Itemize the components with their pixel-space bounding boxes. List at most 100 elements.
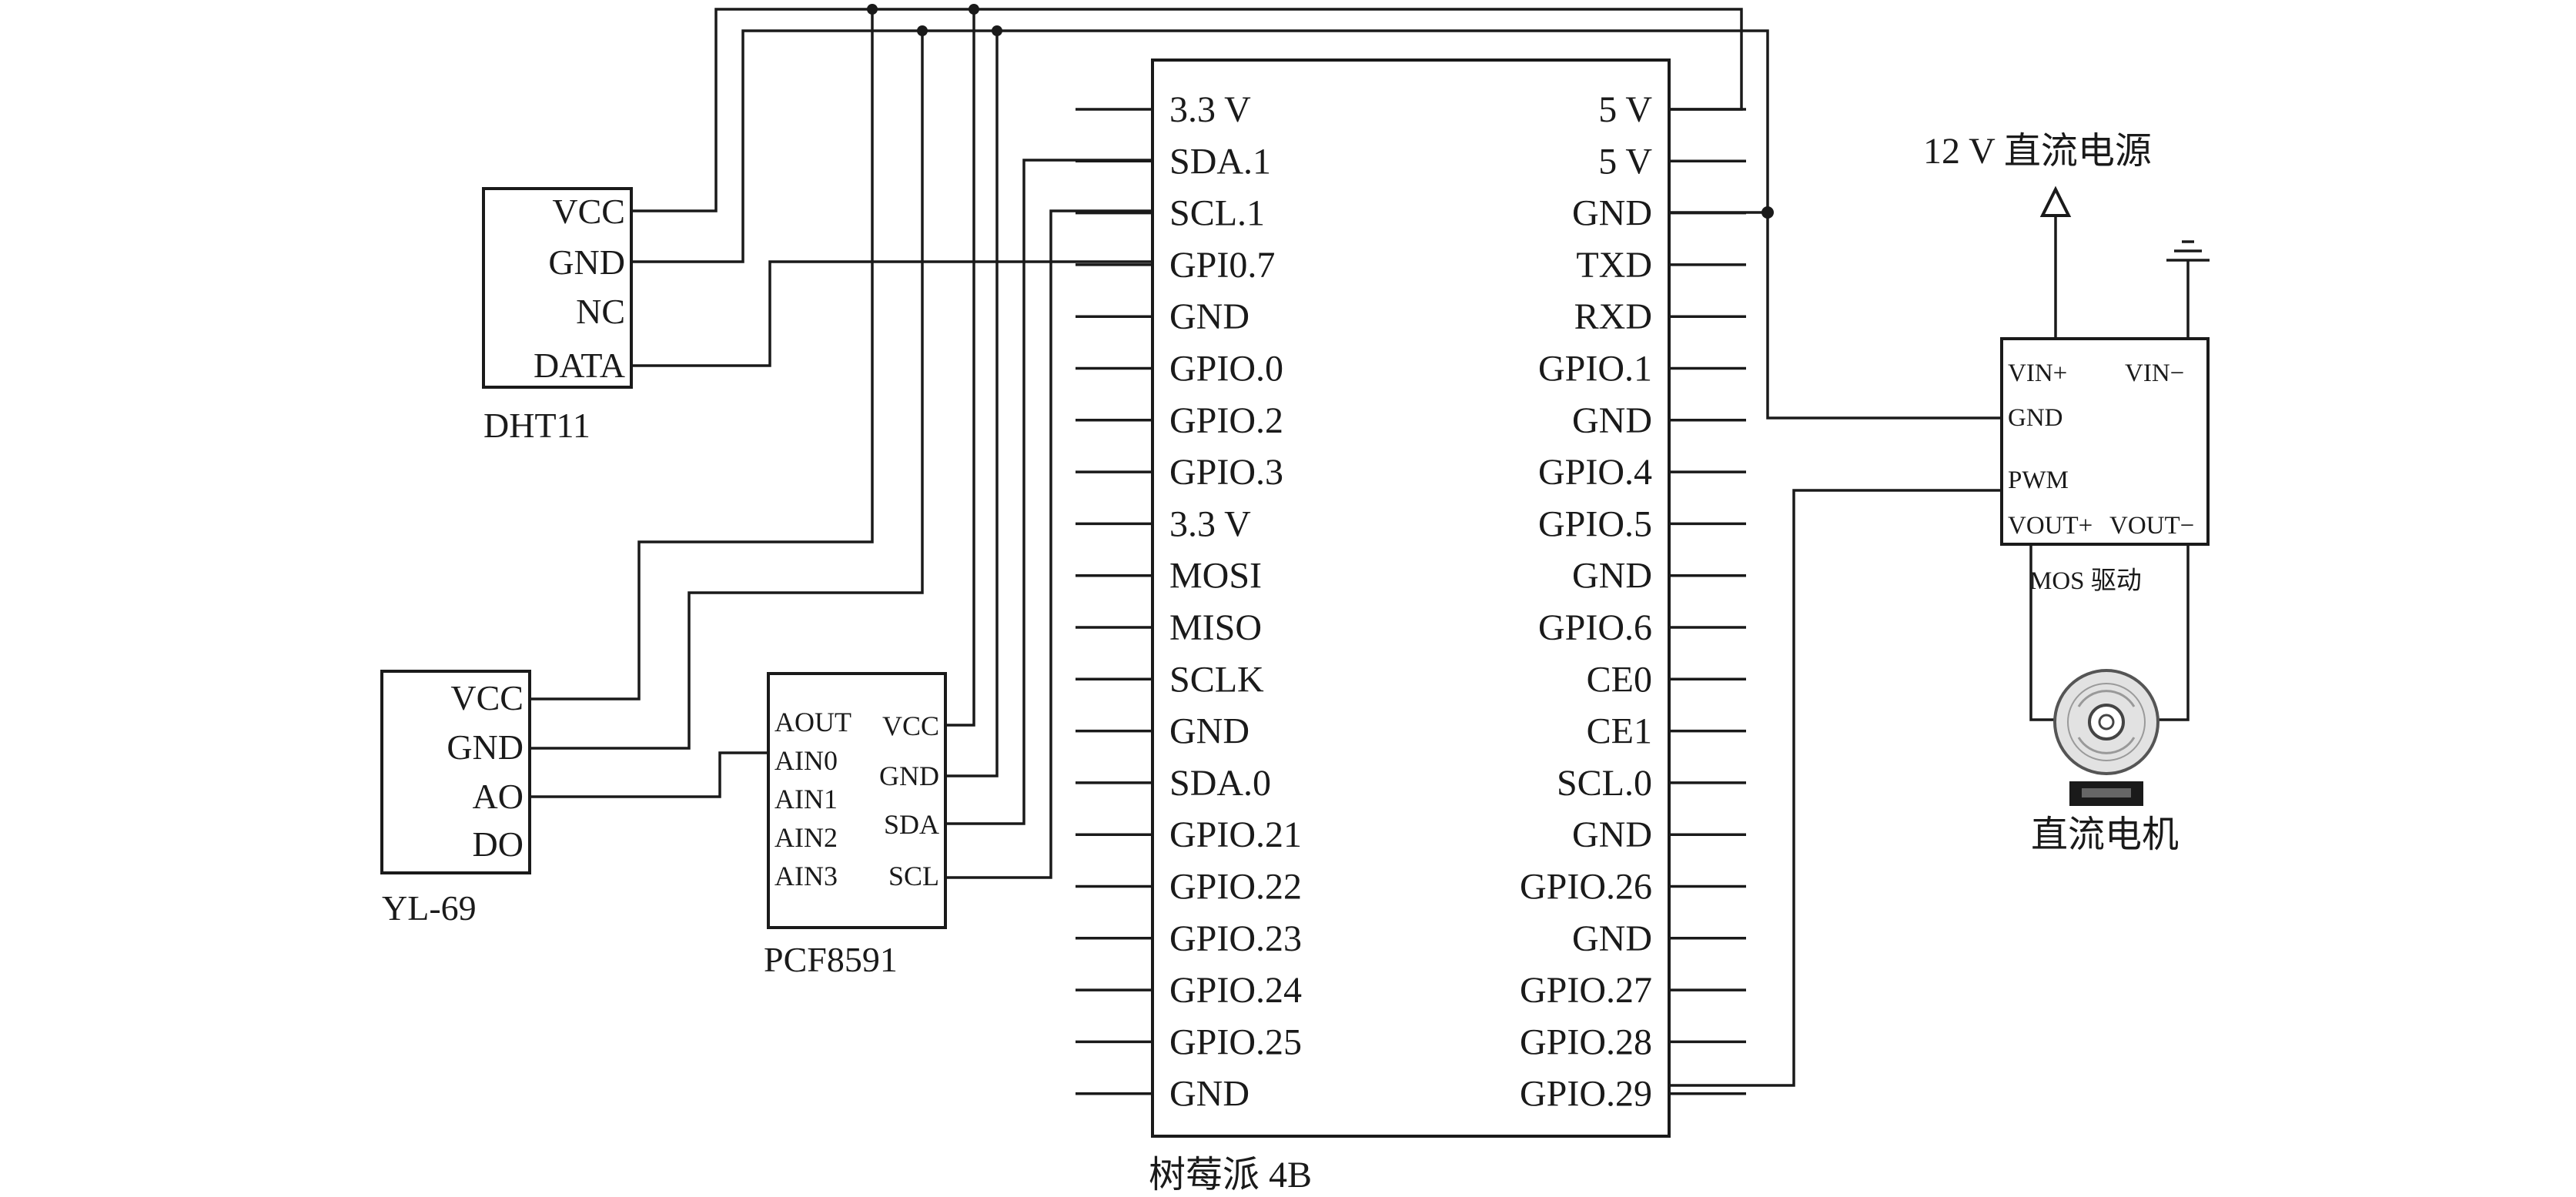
wire-pcf-vcc <box>945 9 975 727</box>
pi-left-pin-label: GND <box>1169 711 1250 752</box>
junction-dot <box>1761 206 1774 219</box>
pi-left-pin-label: GPIO.0 <box>1169 349 1283 390</box>
raspberry-pi-label: 树莓派 4B <box>1149 1155 1312 1195</box>
pi-right-pin-label: GND <box>1572 918 1652 959</box>
pi-right-pin-label: GPIO.27 <box>1520 970 1652 1011</box>
yl69-label: YL-69 <box>382 888 477 928</box>
pi-right-pin-label: GPIO.5 <box>1538 503 1652 544</box>
pcf8591-pin-aout: AOUT <box>774 707 851 737</box>
mos-driver-label: MOS 驱动 <box>2029 567 2142 595</box>
pi-right-pin-label: GPIO.28 <box>1520 1021 1652 1062</box>
pi-right-pin-label: 5 V <box>1598 89 1652 130</box>
yl69-pin-do: DO <box>473 824 524 864</box>
pi-right-pin-labels: 5 V5 VGNDTXDRXDGPIO.1GNDGPIO.4GPIO.5GNDG… <box>1520 89 1652 1115</box>
pi-right-pin-label: CE1 <box>1587 711 1652 752</box>
pi-left-pin-label: GPIO.2 <box>1169 400 1283 441</box>
wire-pcf-gnd <box>945 31 999 777</box>
pi-left-pin-label: MOSI <box>1169 556 1262 597</box>
pi-left-pin-label: GPIO.25 <box>1169 1021 1302 1062</box>
yl69-pin-vcc: VCC <box>450 678 524 717</box>
pi-right-pin-label: GPIO.1 <box>1538 349 1652 390</box>
junction-dots <box>867 4 1774 219</box>
wire-dht11-gnd <box>631 29 1769 263</box>
pi-left-pin-label: SCL.1 <box>1169 193 1265 234</box>
pi-right-pin-label: GPIO.4 <box>1538 452 1652 493</box>
wire-pcf-scl <box>945 209 1153 879</box>
pi-right-pin-label: 5 V <box>1598 141 1652 182</box>
wires <box>530 8 2190 1087</box>
dht11-module: VCC GND NC DATA DHT11 <box>482 187 633 445</box>
raspberry-pi-body <box>1151 59 1671 1138</box>
raspberry-pi-board: 3.3 VSDA.1SCL.1GPI0.7GNDGPIO.0GPIO.2GPIO… <box>1076 59 1746 1195</box>
pi-left-pin-label: GPIO.22 <box>1169 867 1302 908</box>
pi-right-pin-label: CE0 <box>1587 659 1652 700</box>
junction-dot <box>992 25 1002 36</box>
wire-vout-minus <box>2156 544 2190 721</box>
pi-left-pin-label: MISO <box>1169 607 1262 648</box>
pi-left-pin-label: SCLK <box>1169 659 1264 700</box>
mos-pin-vout-plus: VOUT+ <box>2008 512 2093 540</box>
pcf8591-pin-ain0: AIN0 <box>774 745 838 776</box>
wire-pi-gnd-mos <box>1766 212 2002 420</box>
wire-dht11-data <box>631 260 1153 367</box>
pi-left-pin-label: GPIO.21 <box>1169 814 1302 855</box>
pi-left-pin-label: GPI0.7 <box>1169 245 1275 286</box>
mos-driver-body <box>2000 337 2210 546</box>
pi-left-pin-label: 3.3 V <box>1169 503 1251 544</box>
junction-dot <box>867 4 878 15</box>
pcf8591-pin-ain1: AIN1 <box>774 784 838 814</box>
dht11-label: DHT11 <box>483 406 590 445</box>
dht11-body <box>482 187 633 389</box>
pi-right-pin-label: GND <box>1572 400 1652 441</box>
wire-yl69-vcc <box>530 9 874 700</box>
pi-left-pin-label: 3.3 V <box>1169 89 1251 130</box>
yl69-pin-ao: AO <box>473 777 524 816</box>
pi-right-pin-label: GPIO.29 <box>1520 1074 1652 1115</box>
mos-driver-module: VIN+ VIN− GND PWM VOUT+ VOUT− MOS 驱动 <box>2000 337 2210 595</box>
pcf8591-pin-gnd: GND <box>879 761 939 791</box>
pi-right-pin-label: TXD <box>1576 245 1652 286</box>
mos-pin-pwm: PWM <box>2008 466 2069 494</box>
pi-left-pin-label: SDA.0 <box>1169 763 1271 804</box>
mos-pin-gnd: GND <box>2008 404 2063 432</box>
pcf8591-body <box>767 672 947 929</box>
pi-right-pin-label: GPIO.6 <box>1538 607 1652 648</box>
pi-right-pin-label: SCL.0 <box>1557 763 1652 804</box>
wire-pi-pwm-mos <box>1669 489 2002 1087</box>
ground-icon <box>2166 240 2210 262</box>
wire-vout-plus <box>2029 544 2057 721</box>
pcf8591-pin-scl: SCL <box>888 861 939 891</box>
pi-right-pin-label: RXD <box>1574 296 1652 337</box>
pi-right-pin-label: GND <box>1572 556 1652 597</box>
pcf8591-pin-ain2: AIN2 <box>774 822 838 853</box>
dht11-pin-vcc: VCC <box>552 192 625 231</box>
mos-pin-vout-minus: VOUT− <box>2109 512 2194 540</box>
wire-yl69-gnd <box>530 31 924 750</box>
pi-right-pin-stubs <box>1669 108 1746 1095</box>
yl69-pin-gnd: GND <box>447 727 524 767</box>
pcf8591-module: AOUT AIN0 AIN1 AIN2 AIN3 VCC GND SDA SCL… <box>764 672 947 979</box>
pi-left-pin-label: GPIO.23 <box>1169 918 1302 959</box>
pi-right-pin-label: GPIO.26 <box>1520 867 1652 908</box>
wire-pcf-sda <box>945 159 1153 825</box>
dht11-pin-nc: NC <box>576 292 625 331</box>
junction-dot <box>917 25 928 36</box>
pcf8591-label: PCF8591 <box>764 940 898 979</box>
pi-left-pin-label: GND <box>1169 1074 1250 1115</box>
pcf8591-pin-vcc: VCC <box>882 711 939 741</box>
pi-left-pin-label: GPIO.3 <box>1169 452 1283 493</box>
motor-label: 直流电机 <box>2031 814 2179 855</box>
motor-icon <box>2053 669 2159 806</box>
power-arrow-icon <box>2039 186 2072 217</box>
pcf8591-pin-sda: SDA <box>884 809 939 840</box>
pi-left-pin-label: GND <box>1169 296 1250 337</box>
pcf8591-pin-ain3: AIN3 <box>774 861 838 891</box>
pi-left-pin-label: SDA.1 <box>1169 141 1271 182</box>
yl69-module: VCC GND AO DO YL-69 <box>380 670 531 928</box>
junction-dot <box>969 4 979 15</box>
mos-pin-vin-minus: VIN− <box>2125 359 2184 387</box>
power-supply: 12 V 直流电源 <box>1923 131 2152 217</box>
wire-yl69-ao <box>530 751 768 798</box>
